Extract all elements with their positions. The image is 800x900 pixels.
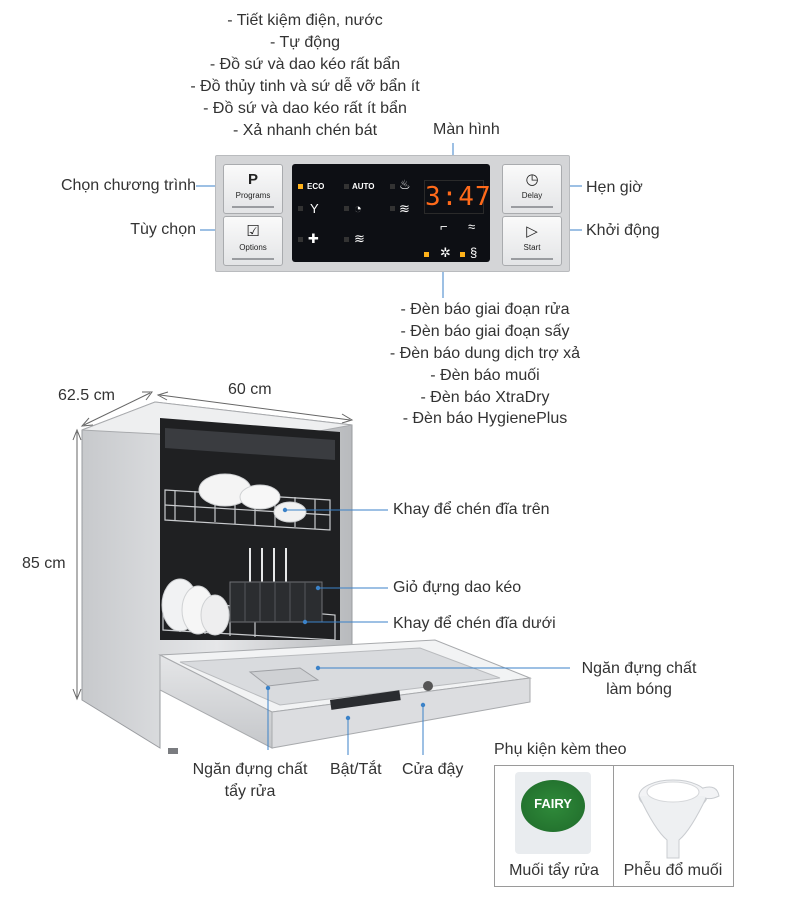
power-label: Bật/Tắt — [330, 761, 382, 778]
time-display: 3:47 — [424, 180, 492, 214]
salt-package-image: FAIRY — [515, 772, 591, 854]
start-label: Khởi động — [586, 222, 660, 239]
accessories-box: FAIRY Muối tẩy rửa Phễu đổ muối — [494, 765, 734, 887]
auto-led — [344, 184, 349, 189]
indicator-wash: - Đèn báo giai đoạn rửa — [400, 301, 570, 318]
rinse-led — [390, 206, 395, 211]
fairy-logo: FAIRY — [521, 780, 585, 832]
auto-label: AUTO — [352, 182, 375, 191]
options-button[interactable]: ☑ Options — [223, 216, 283, 266]
delay-button[interactable]: ◷ Delay — [502, 164, 562, 214]
refill-icon: § — [470, 245, 478, 260]
detergent-label-2: tẩy rửa — [224, 783, 276, 800]
funnel-image — [638, 779, 720, 859]
eco-led — [298, 184, 303, 189]
cutlery-basket-label: Giỏ đựng dao kéo — [393, 579, 522, 596]
program-select-label: Chọn chương trình — [60, 177, 196, 194]
program-glass: - Đồ thủy tinh và sứ dễ vỡ bẩn ít — [190, 78, 420, 95]
programs-button-label: Programs — [235, 191, 271, 200]
detergent-label-1: Ngăn đựng chất — [192, 761, 308, 778]
start-button[interactable]: ▷ Start — [502, 216, 562, 266]
salt-icon: ✲ — [440, 245, 451, 260]
timer-label: Hẹn giờ — [586, 179, 643, 196]
program-eco: - Tiết kiệm điện, nước — [227, 12, 383, 29]
options-icon: ☑ — [246, 223, 260, 240]
width-dimension: 60 cm — [228, 381, 272, 398]
program-light: - Đồ sứ và dao kéo rất ít bẩn — [203, 100, 407, 117]
hygiene-led — [298, 237, 303, 242]
options-label: Tùy chọn — [130, 221, 196, 238]
accessories-title: Phụ kiện kèm theo — [494, 741, 627, 758]
dishwasher-illustration — [81, 401, 532, 754]
programs-icon: P — [247, 171, 258, 188]
hygiene-plus-icon: ✚ — [308, 231, 319, 246]
lower-rack-label: Khay để chén đĩa dưới — [393, 615, 556, 632]
glass-icon: Y — [310, 201, 319, 216]
upper-rack-label: Khay để chén đĩa trên — [393, 501, 550, 518]
height-dimension: 85 cm — [22, 555, 66, 572]
glass-led — [298, 206, 303, 211]
salt-detergent-label: Muối tẩy rửa — [509, 862, 599, 879]
spray-icon: ≋ — [399, 201, 410, 216]
indicator-rinse-aid: - Đèn báo dung dịch trợ xả — [389, 345, 581, 362]
dry-phase-icon: ≈ — [468, 219, 476, 234]
program-intensive: - Đồ sứ và dao kéo rất bẩn — [209, 56, 401, 73]
options-button-label: Options — [239, 243, 267, 252]
xtradry-icon: ≋ — [354, 231, 365, 246]
door-label: Cửa đậy — [402, 761, 464, 778]
programs-button[interactable]: P Programs — [223, 164, 283, 214]
play-icon: ▷ — [526, 223, 538, 240]
indicator-hygieneplus: - Đèn báo HygienePlus — [402, 410, 568, 427]
control-panel: P Programs ☑ Options ◷ Delay ▷ Start ECO… — [215, 155, 570, 272]
rinse-aid-label-2: làm bóng — [606, 681, 672, 698]
delay-button-label: Delay — [521, 191, 543, 200]
intensive-led — [390, 184, 395, 189]
quick-30-icon: ◔ — [354, 201, 362, 216]
rinse-aid-icon: ⌐ — [440, 219, 448, 234]
indicator-salt: - Đèn báo muối — [430, 367, 540, 384]
indicator-dry: - Đèn báo giai đoạn sấy — [400, 323, 570, 340]
display-screen: ECO AUTO ♨ Y ◔ ≋ 3:47 ✚ ≋ ⌐ ≈ ✲ § — [292, 164, 492, 262]
eco-label: ECO — [307, 182, 325, 191]
indicator-xtradry: - Đèn báo XtraDry — [420, 389, 550, 406]
clock-icon: ◷ — [525, 171, 539, 188]
wash-led — [424, 252, 429, 257]
program-rinse: - Xả nhanh chén bát — [232, 122, 378, 139]
pot-icon: ♨ — [399, 177, 411, 192]
dry-led — [460, 252, 465, 257]
depth-dimension: 62.5 cm — [58, 387, 115, 404]
quick-led — [344, 206, 349, 211]
salt-funnel-label: Phễu đổ muối — [623, 862, 723, 879]
start-button-label: Start — [523, 243, 541, 252]
rinse-aid-label-1: Ngăn đựng chất — [581, 660, 697, 677]
xtradry-led — [344, 237, 349, 242]
display-label: Màn hình — [433, 121, 500, 138]
program-auto: - Tự động — [269, 34, 340, 51]
